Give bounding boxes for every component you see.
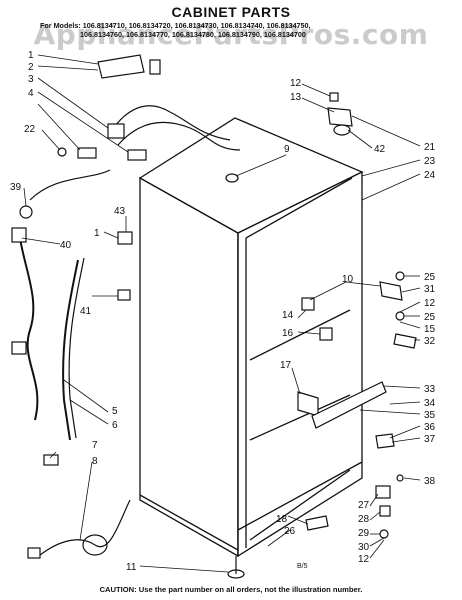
model-list: For Models: 106.8134710, 106.8134720, 10… (40, 21, 460, 39)
callout-26: 26 (284, 526, 296, 537)
callout-24: 24 (424, 170, 436, 181)
callout-5: 5 (112, 406, 118, 417)
part-31-hinge (379, 281, 403, 301)
part-41-clip (117, 289, 131, 301)
callout-1: 1 (28, 50, 34, 61)
part-40-tube (19, 237, 39, 421)
callout-4: 4 (28, 88, 34, 99)
part-13-hinge (327, 107, 353, 127)
callout-12b: 12 (424, 298, 436, 309)
callout-37: 37 (424, 434, 436, 445)
part-27-roller (375, 485, 391, 499)
callout-11: 11 (126, 562, 137, 573)
callout-15: 15 (424, 324, 436, 335)
part-43-clip (117, 231, 133, 245)
callout-9: 9 (284, 144, 290, 155)
callout-17: 17 (280, 360, 292, 371)
callout-25b: 25 (424, 312, 436, 323)
part-40-plug (11, 341, 27, 355)
callout-10: 10 (342, 274, 354, 285)
callout-22: 22 (24, 124, 36, 135)
model-list-line-1: For Models: 106.8134710, 106.8134720, 10… (40, 21, 311, 30)
part-4-connector (127, 149, 147, 161)
callout-39: 39 (10, 182, 22, 193)
parts (11, 54, 417, 579)
part-16-block (319, 327, 333, 341)
leader-lines (21, 54, 421, 573)
callout-16: 16 (282, 328, 294, 339)
callout-21: 21 (424, 142, 436, 153)
callout-12a: 12 (290, 78, 302, 89)
part-5-tube (62, 259, 79, 441)
callout-2: 2 (28, 62, 34, 73)
callout-6: 6 (112, 420, 118, 431)
part-7-clip (43, 454, 59, 466)
callout-30: 30 (358, 542, 370, 553)
callout-23: 23 (424, 156, 436, 167)
callout-35: 35 (424, 410, 436, 421)
part-9-plug (225, 173, 239, 183)
callout-8: 8 (92, 456, 98, 467)
part-39-wire (29, 169, 111, 201)
callout-34: 34 (424, 398, 436, 409)
callout-1b: 1 (94, 228, 100, 239)
callout-33: 33 (424, 384, 436, 395)
part-33-rail (311, 381, 387, 429)
part-25b-washer (395, 311, 405, 321)
cabinet-outline (138, 117, 364, 558)
part-25-washer (395, 271, 405, 281)
callout-28: 28 (358, 514, 370, 525)
callout-7: 7 (92, 440, 98, 451)
callout-36: 36 (424, 422, 436, 433)
part-38-screw (396, 474, 404, 482)
part-39-grommet (19, 205, 33, 219)
part-28-axle (379, 505, 391, 517)
callout-38: 38 (424, 476, 436, 487)
callout-labels: 1 2 3 4 22 39 40 41 1 43 5 6 7 8 9 12 13… (10, 50, 436, 573)
part-3-connector (107, 123, 125, 139)
part-42-bushing (333, 124, 351, 136)
diagram-title: CABINET PARTS (171, 4, 291, 20)
part-3-harness (111, 105, 231, 141)
part-2-clip (149, 59, 161, 75)
part-36-clip (375, 433, 395, 449)
callout-32: 32 (424, 336, 436, 347)
callout-18: 18 (276, 514, 288, 525)
callout-25a: 25 (424, 272, 436, 283)
callout-14: 14 (282, 310, 294, 321)
callout-27: 27 (358, 500, 370, 511)
caution-note: CAUTION: Use the part number on all orde… (99, 585, 363, 594)
part-8-plug (27, 547, 41, 559)
part-6-tube (68, 257, 85, 439)
part-12-screw (329, 92, 339, 102)
callout-42: 42 (374, 144, 386, 155)
callout-43: 43 (114, 206, 126, 217)
drawing-code: B/5 (297, 563, 308, 570)
callout-12c: 12 (358, 554, 370, 565)
callout-41: 41 (80, 306, 92, 317)
model-list-line-2: 106.8134760, 106.8134770, 106.8134780, 1… (80, 29, 306, 39)
part-3-harness-2 (117, 121, 241, 151)
callout-40: 40 (60, 240, 72, 251)
callout-3: 3 (28, 74, 34, 85)
callout-13: 13 (290, 92, 302, 103)
callout-29: 29 (358, 528, 370, 539)
part-18-bracket (305, 515, 329, 531)
part-2-bracket (97, 54, 145, 79)
part-32-bracket (393, 333, 417, 349)
part-8-cord-coil (82, 534, 108, 556)
part-30-screw (379, 529, 389, 539)
callout-31: 31 (424, 284, 436, 295)
part-8-cord (39, 499, 131, 556)
part-22-clip (77, 147, 97, 159)
part-40-clamp (11, 227, 27, 243)
part-14-clip (301, 297, 315, 311)
